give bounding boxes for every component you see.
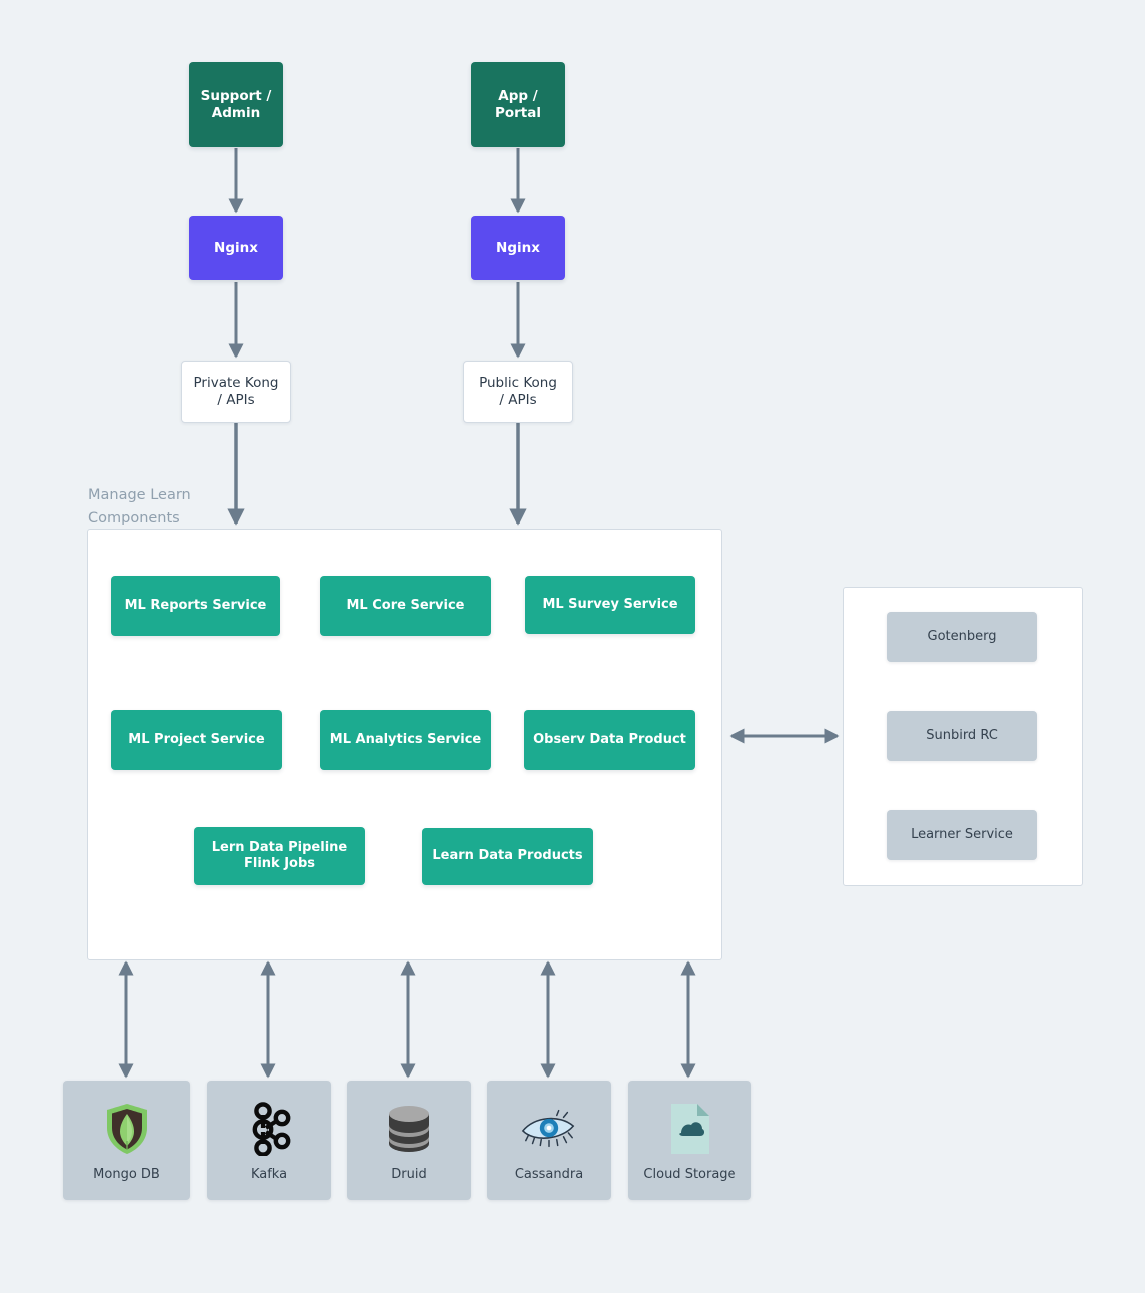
service-label: ML Project Service — [128, 731, 265, 747]
external-service-sunbird-rc[interactable]: Sunbird RC — [887, 711, 1037, 761]
main-panel-label: Manage Learn Components — [88, 487, 191, 527]
datastore-label: Druid — [391, 1167, 427, 1182]
datastore-druid[interactable]: Druid — [347, 1081, 471, 1200]
datastore-mongo-db[interactable]: Mongo DB — [63, 1081, 190, 1200]
entry-node-label: App / Portal — [494, 87, 542, 121]
druid-icon — [379, 1099, 439, 1159]
datastore-label: Kafka — [250, 1167, 288, 1182]
service-lern-data-pipeline-flink-jobs[interactable]: Lern Data Pipeline Flink Jobs — [194, 827, 365, 885]
nginx-node-label: Nginx — [214, 239, 258, 256]
entry-node-app-portal[interactable]: App / Portal — [471, 62, 565, 147]
datastore-label: Cassandra — [514, 1167, 584, 1182]
service-learn-data-products[interactable]: Learn Data Products — [422, 828, 593, 885]
service-label: ML Survey Service — [542, 596, 678, 612]
datastore-label: Mongo DB — [93, 1167, 160, 1182]
cloud-storage-icon — [660, 1099, 720, 1159]
external-service-learner-service[interactable]: Learner Service — [887, 810, 1037, 860]
external-service-label: Learner Service — [911, 826, 1013, 842]
kong-node-public[interactable]: Public Kong / APIs — [463, 361, 573, 423]
kong-node-private[interactable]: Private Kong / APIs — [181, 361, 291, 423]
service-ml-survey[interactable]: ML Survey Service — [525, 576, 695, 634]
external-service-gotenberg[interactable]: Gotenberg — [887, 612, 1037, 662]
nginx-node-private[interactable]: Nginx — [189, 216, 283, 280]
cassandra-icon — [519, 1099, 579, 1159]
service-label: ML Analytics Service — [329, 731, 482, 747]
service-label: ML Core Service — [346, 597, 465, 613]
service-label: Learn Data Products — [432, 848, 583, 864]
kafka-icon — [239, 1099, 299, 1159]
service-observ-data-product[interactable]: Observ Data Product — [524, 710, 695, 770]
external-service-label: Sunbird RC — [926, 727, 998, 743]
external-service-label: Gotenberg — [927, 628, 997, 644]
service-label: ML Reports Service — [124, 597, 267, 613]
kong-node-label: Public Kong / APIs — [479, 375, 557, 408]
entry-node-support-admin[interactable]: Support / Admin — [189, 62, 283, 147]
kong-node-label: Private Kong / APIs — [193, 375, 279, 408]
service-label: Lern Data Pipeline Flink Jobs — [211, 839, 348, 871]
service-ml-project[interactable]: ML Project Service — [111, 710, 282, 770]
service-ml-analytics[interactable]: ML Analytics Service — [320, 710, 491, 770]
datastore-label: Cloud Storage — [643, 1167, 736, 1182]
datastore-kafka[interactable]: Kafka — [207, 1081, 331, 1200]
service-ml-core[interactable]: ML Core Service — [320, 576, 491, 636]
entry-node-label: Support / Admin — [200, 87, 272, 121]
mongodb-icon — [97, 1099, 157, 1159]
datastore-cloud-storage[interactable]: Cloud Storage — [628, 1081, 751, 1200]
nginx-node-label: Nginx — [496, 239, 540, 256]
service-label: Observ Data Product — [533, 731, 686, 747]
service-ml-reports[interactable]: ML Reports Service — [111, 576, 280, 636]
datastore-cassandra[interactable]: Cassandra — [487, 1081, 611, 1200]
nginx-node-public[interactable]: Nginx — [471, 216, 565, 280]
